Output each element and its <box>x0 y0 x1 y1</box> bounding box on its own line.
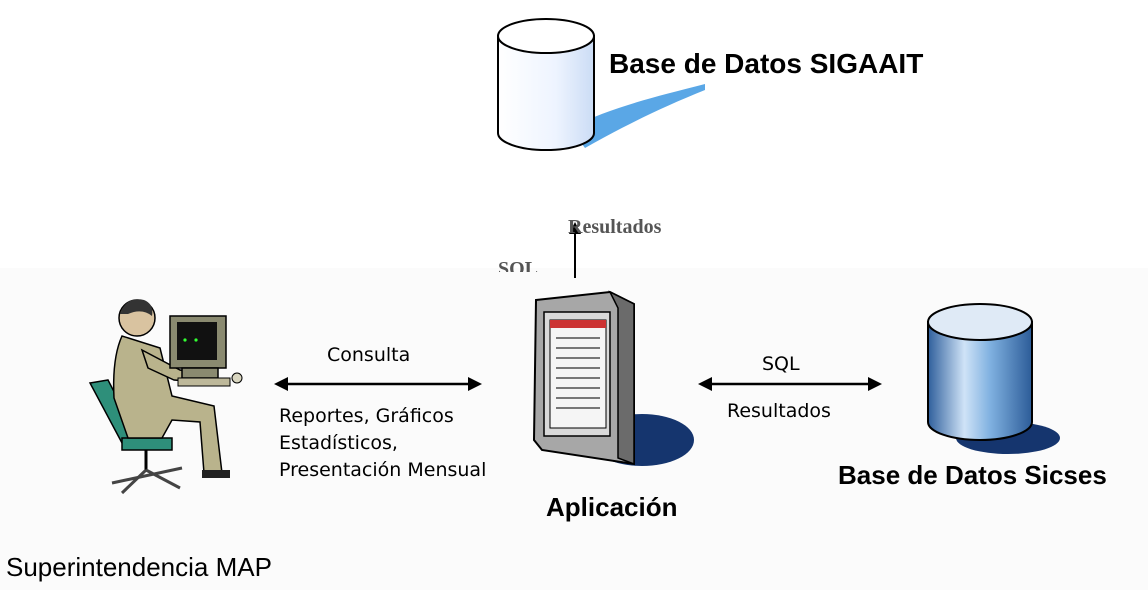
top-sql-label: SQL <box>498 258 539 272</box>
outputs-line-1: Reportes, Gráficos <box>279 405 454 427</box>
application-monitor-icon <box>532 290 694 466</box>
query-label: Consulta <box>327 344 411 366</box>
database-sigaait-label: Base de Datos SIGAAIT <box>609 48 924 79</box>
outputs-line-3: Presentación Mensual <box>279 459 487 481</box>
up-arrow <box>569 222 581 278</box>
right-sql-label: SQL <box>762 353 800 375</box>
application-label: Aplicación <box>546 492 678 522</box>
database-sicses-icon <box>927 303 1060 454</box>
right-double-arrow <box>698 377 882 391</box>
right-results-label: Resultados <box>727 400 831 422</box>
database-sicses-label: Base de Datos Sicses <box>838 460 1107 490</box>
top-results-label: Resultados <box>568 216 662 238</box>
left-double-arrow <box>274 377 482 391</box>
user-workstation-icon <box>88 299 243 495</box>
outputs-line-2: Estadísticos, <box>279 432 398 454</box>
user-label: Superintendencia MAP <box>6 552 272 582</box>
database-sigaait-icon <box>497 18 705 151</box>
